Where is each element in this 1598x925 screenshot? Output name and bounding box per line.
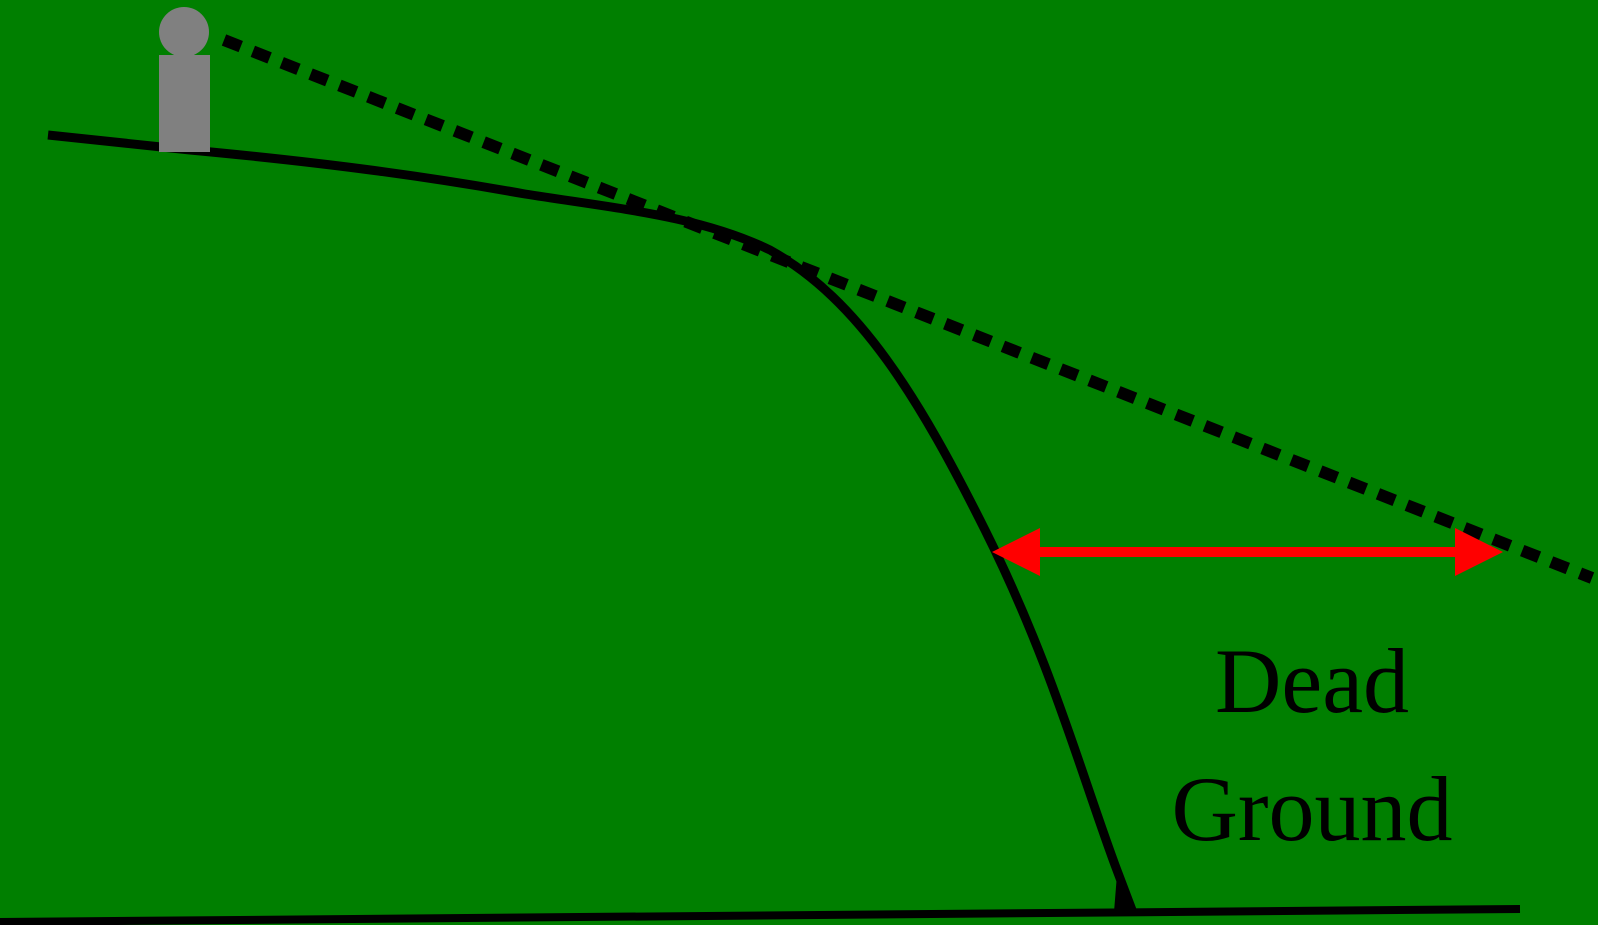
lower-ground-line [0, 905, 1521, 925]
dead-ground-label-line2: Ground [1171, 758, 1452, 860]
person-icon [159, 7, 209, 57]
slope-foot-tick [1114, 862, 1132, 912]
dead-ground-label-line1: Dead [1215, 630, 1409, 732]
dead-ground-extent-arrow [992, 528, 1503, 576]
line-of-sight [221, 34, 1595, 584]
arrow-head-right-icon [1455, 528, 1503, 576]
observer-body [159, 55, 210, 152]
observer-figure [159, 7, 210, 152]
arrow-head-left-icon [992, 528, 1040, 576]
